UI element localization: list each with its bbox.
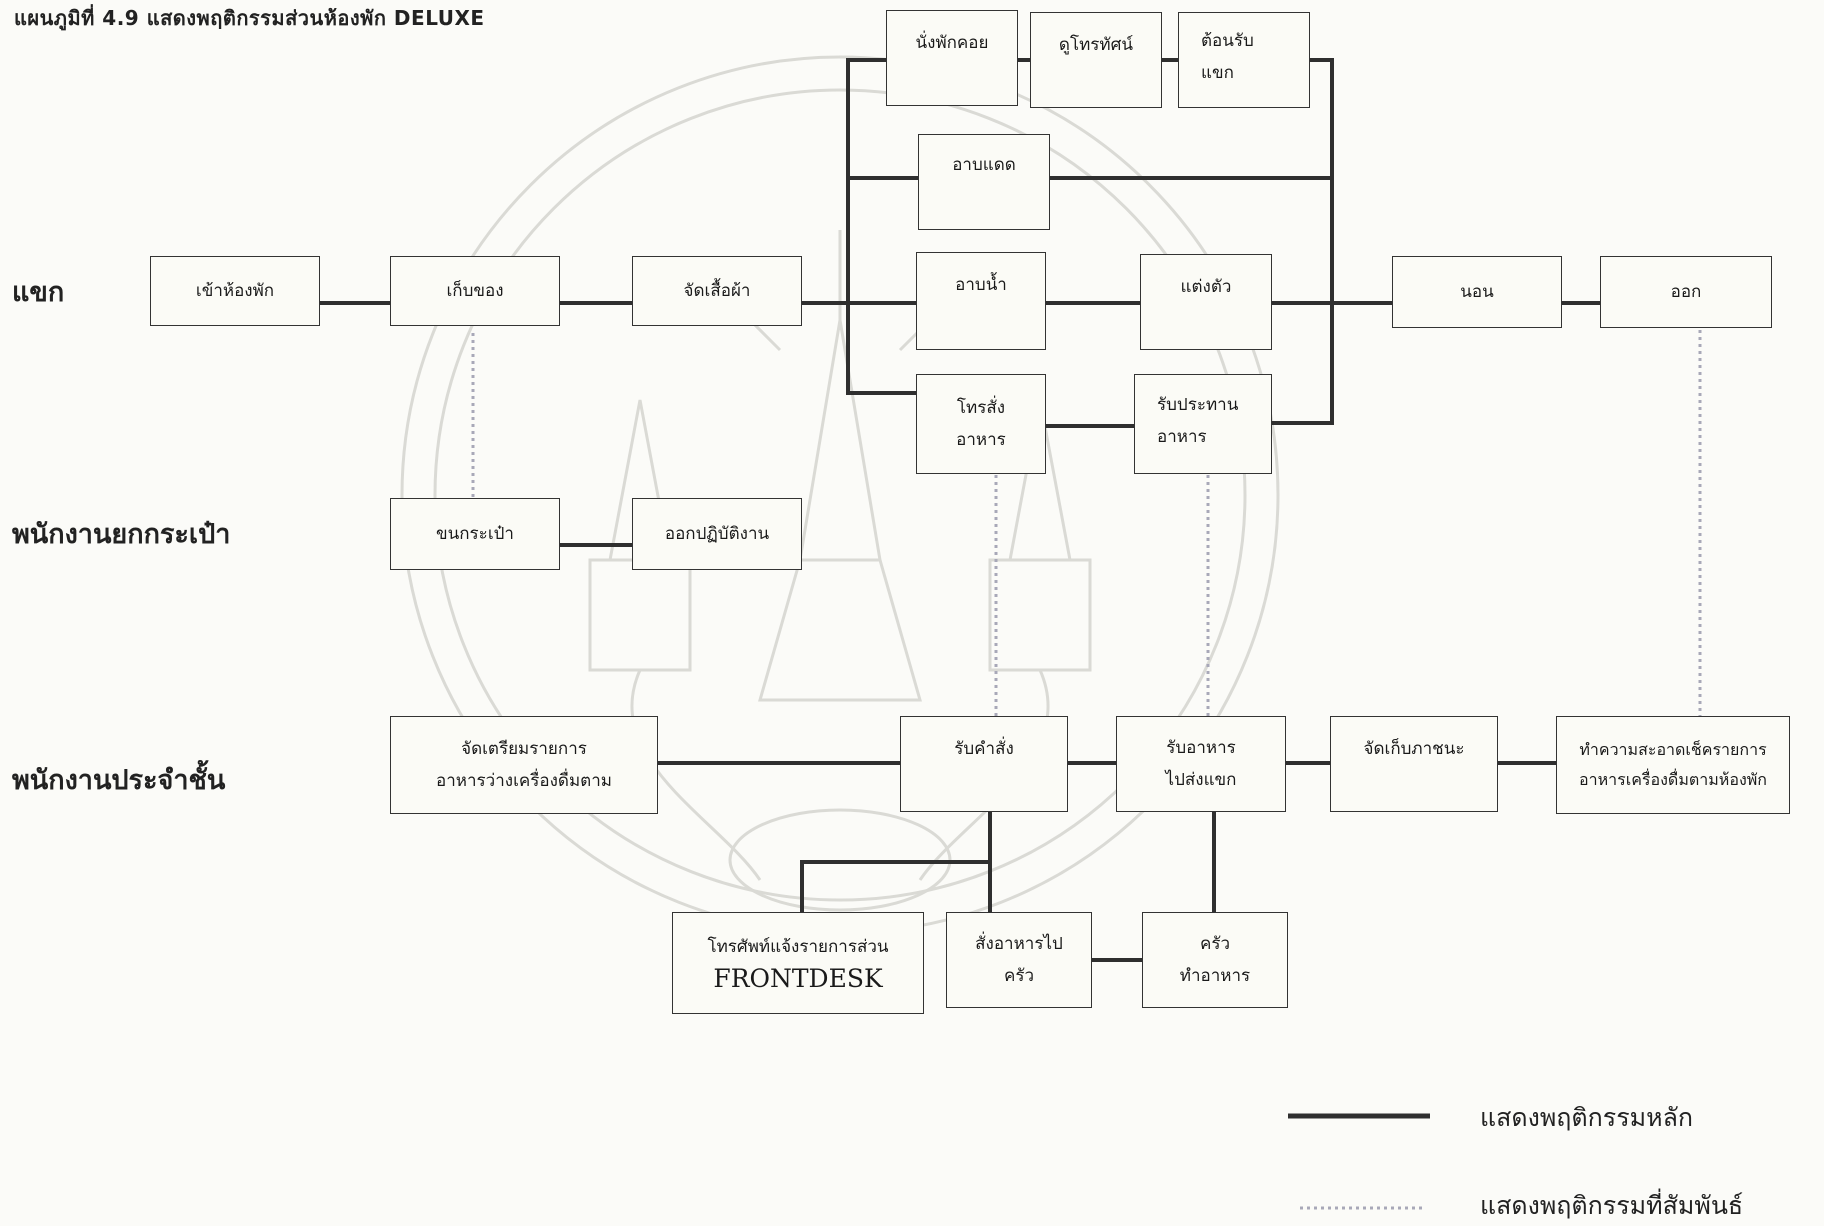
box-store-label: เก็บของ: [446, 280, 504, 301]
box-checkin: เข้าห้องพัก: [150, 256, 320, 326]
lane-label-bellboy: พนักงานยกกระเป๋า: [12, 519, 231, 550]
box-clean-check: ทำความสะอาดเช็ครายการ อาหารเครื่องดื่มตา…: [1556, 716, 1790, 814]
page-title: แผนภูมิที่ 4.9 แสดงพฤติกรรมส่วนห้องพัก D…: [14, 6, 485, 30]
box-off-duty: ออกปฏิบัติงาน: [632, 498, 802, 570]
box-sleep: นอน: [1392, 256, 1562, 328]
box-tv-label: ดูโทรทัศน์: [1058, 35, 1134, 55]
box-take-order-label: รับคำสั่ง: [954, 739, 1014, 759]
box-shower-label: อาบน้ำ: [955, 275, 1007, 295]
box-clothes: จัดเสื้อผ้า: [632, 256, 802, 326]
box-kitchen-line1: ครัว: [1199, 933, 1231, 954]
box-clear-dishes-label: จัดเก็บภาชนะ: [1363, 739, 1465, 759]
lane-label-floor: พนักงานประจำชั้น: [12, 765, 226, 796]
box-prepare-line1: จัดเตรียมรายการ: [461, 738, 587, 759]
box-tv: ดูโทรทัศน์: [1030, 12, 1162, 108]
box-phone-line1: โทรศัพท์แจ้งรายการส่วน: [707, 936, 889, 957]
box-dress-label: แต่งตัว: [1180, 277, 1232, 297]
box-serve-food: รับอาหาร ไปส่งแขก: [1116, 716, 1286, 812]
box-call-food: โทรสั่ง อาหาร: [916, 374, 1046, 474]
legend-main-label: แสดงพฤติกรรมหลัก: [1480, 1103, 1694, 1132]
box-sunbath-label: อาบแดด: [952, 155, 1016, 175]
box-eat: รับประทาน อาหาร: [1134, 374, 1272, 474]
legend-related-label: แสดงพฤติกรรมที่สัมพันธ์: [1480, 1191, 1744, 1220]
box-carry-bag: ขนกระเป๋า: [390, 498, 560, 570]
box-kitchen: ครัว ทำอาหาร: [1142, 912, 1288, 1008]
box-checkin-label: เข้าห้องพัก: [195, 280, 275, 301]
box-sit-wait: นั่งพักคอย: [886, 10, 1018, 106]
box-send-kitchen-line1: สั่งอาหารไป: [975, 933, 1063, 954]
box-send-kitchen-line2: ครัว: [1003, 966, 1035, 986]
box-store: เก็บของ: [390, 256, 560, 326]
box-call-food-line2: อาหาร: [956, 430, 1006, 450]
box-serve-line1: รับอาหาร: [1166, 737, 1236, 758]
box-off-duty-label: ออกปฏิบัติงาน: [664, 523, 770, 544]
box-out: ออก: [1600, 256, 1772, 328]
box-dress: แต่งตัว: [1140, 254, 1272, 350]
box-kitchen-line2: ทำอาหาร: [1179, 966, 1251, 986]
box-take-order: รับคำสั่ง: [900, 716, 1068, 812]
box-carry-bag-label: ขนกระเป๋า: [436, 523, 514, 544]
box-call-food-line1: โทรสั่ง: [956, 397, 1006, 418]
box-eat-line1: รับประทาน: [1157, 395, 1239, 415]
box-phone-frontdesk: โทรศัพท์แจ้งรายการส่วน FRONTDESK: [672, 912, 924, 1014]
box-clean-line1: ทำความสะอาดเช็ครายการ: [1579, 739, 1767, 759]
box-sunbath: อาบแดด: [918, 134, 1050, 230]
box-prepare-list: จัดเตรียมรายการ อาหารว่างเครื่องดื่มตาม: [390, 716, 658, 814]
box-eat-line2: อาหาร: [1157, 427, 1207, 448]
lane-label-guest: แขก: [12, 277, 65, 308]
box-serve-line2: ไปส่งแขก: [1165, 770, 1237, 790]
box-prepare-line2: อาหารว่างเครื่องดื่มตาม: [436, 771, 612, 791]
box-clothes-label: จัดเสื้อผ้า: [683, 280, 751, 301]
box-welcome-guest: ต้อนรับ แขก: [1178, 12, 1310, 108]
box-clear-dishes: จัดเก็บภาชนะ: [1330, 716, 1498, 812]
box-phone-line2: FRONTDESK: [713, 963, 883, 993]
box-shower: อาบน้ำ: [916, 252, 1046, 350]
box-sleep-label: นอน: [1460, 281, 1494, 302]
box-welcome-line1: ต้อนรับ: [1201, 31, 1254, 51]
box-send-kitchen: สั่งอาหารไป ครัว: [946, 912, 1092, 1008]
box-welcome-line2: แขก: [1201, 63, 1234, 84]
box-clean-line2: อาหารเครื่องดื่มตามห้องพัก: [1579, 770, 1767, 789]
box-out-label: ออก: [1670, 281, 1702, 302]
box-sit-wait-label: นั่งพักคอย: [915, 33, 989, 53]
